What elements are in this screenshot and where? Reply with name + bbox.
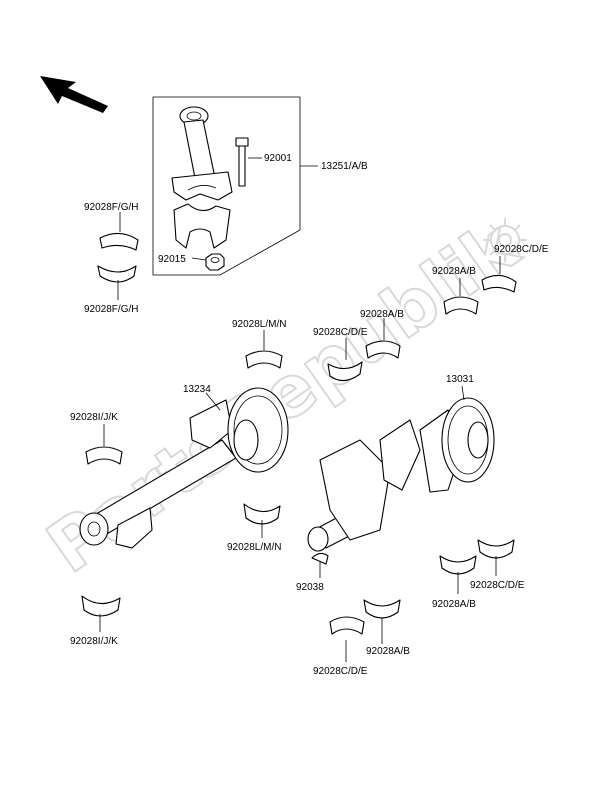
label-13234: 13234 bbox=[183, 384, 211, 395]
bearing-lmn-bot bbox=[243, 503, 281, 538]
label-13031: 13031 bbox=[446, 374, 474, 385]
label-92001: 92001 bbox=[264, 153, 292, 164]
label-92028ab-bot: 92028A/B bbox=[366, 646, 410, 657]
label-92028cde-br: 92028C/D/E bbox=[470, 580, 525, 591]
label-92028ijk-top: 92028I/J/K bbox=[70, 412, 118, 423]
label-92038: 92038 bbox=[296, 582, 324, 593]
conrod-cap bbox=[173, 203, 231, 249]
connecting-rod bbox=[171, 106, 233, 201]
label-92028cde-mid: 92028C/D/E bbox=[313, 327, 368, 338]
bearing-fgh-top bbox=[99, 212, 139, 251]
crankshaft bbox=[307, 385, 495, 552]
bearing-cde-bot bbox=[329, 616, 365, 662]
label-92028ab-br: 92028A/B bbox=[432, 599, 476, 610]
label-13251: 13251/A/B bbox=[321, 161, 368, 172]
label-92028fgh-top: 92028F/G/H bbox=[84, 202, 138, 213]
label-92028ab-mid: 92028A/B bbox=[360, 309, 404, 320]
label-92028lmn-top: 92028L/M/N bbox=[232, 319, 286, 330]
bearing-ab-bot bbox=[363, 599, 401, 644]
label-92015: 92015 bbox=[158, 254, 186, 265]
bearing-cde-br bbox=[477, 539, 515, 576]
label-92028lmn-bot: 92028L/M/N bbox=[227, 542, 281, 553]
bearing-ijk-top bbox=[85, 424, 123, 465]
gear-icon bbox=[483, 218, 527, 262]
bearing-ab-br bbox=[439, 555, 477, 594]
conrod-bolt bbox=[235, 137, 262, 187]
conrod-nut bbox=[191, 253, 225, 271]
bearing-ijk-bot bbox=[81, 595, 121, 632]
arrow-up-left-icon bbox=[40, 76, 108, 113]
part-labels: 92001 13251/A/B 92015 92028F/G/H 92028F/… bbox=[70, 153, 549, 677]
conrod-assembly-box bbox=[152, 96, 318, 276]
bearing-cde-mid bbox=[327, 338, 363, 382]
woodruff-key bbox=[311, 552, 329, 578]
label-92028ijk-bot: 92028I/J/K bbox=[70, 636, 118, 647]
bearing-cde-tr bbox=[481, 256, 517, 293]
bearing-fgh-bot bbox=[97, 265, 137, 300]
label-92028fgh-bot: 92028F/G/H bbox=[84, 304, 138, 315]
bearing-ab-mid bbox=[365, 318, 401, 359]
bearing-ab-tr bbox=[443, 278, 479, 315]
balancer-shaft bbox=[79, 387, 289, 549]
bearing-lmn-top bbox=[245, 330, 283, 369]
label-92028ab-tr: 92028A/B bbox=[432, 266, 476, 277]
label-92028cde-tr: 92028C/D/E bbox=[494, 244, 549, 255]
label-92028cde-bot: 92028C/D/E bbox=[313, 666, 368, 677]
